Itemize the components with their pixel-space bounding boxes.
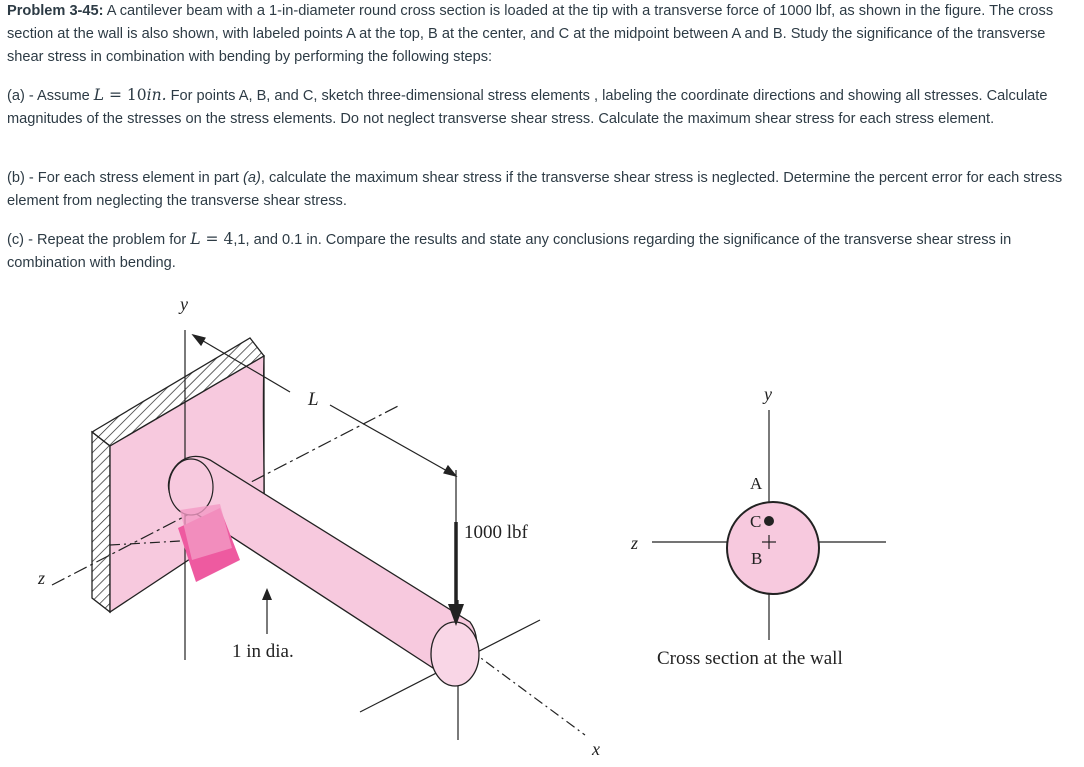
part-c: (c) - Repeat the problem for L = 4,1, an… <box>7 228 1075 275</box>
diameter-label: 1 in dia. <box>232 641 294 662</box>
axis-y-label: y <box>178 294 188 314</box>
diameter-leader <box>262 588 272 634</box>
part-c-math-var: L <box>190 230 201 248</box>
problem-intro: A cantilever beam with a 1-in-diameter r… <box>7 3 1054 65</box>
problem-label: Problem 3-45: <box>7 3 104 19</box>
point-c-marker <box>764 516 774 526</box>
part-c-prefix: (c) - Repeat the problem for <box>7 232 191 248</box>
part-a-math-var: L <box>93 86 105 104</box>
section-caption: Cross section at the wall <box>657 648 843 669</box>
beam <box>167 455 480 687</box>
part-b-text: , calculate the maximum shear stress if … <box>7 170 1063 209</box>
point-c-label: C <box>750 512 761 531</box>
part-a-math-unit: in. <box>146 86 167 104</box>
part-a: (a) - Assume L = 10in. For points A, B, … <box>7 84 1075 131</box>
axis-z-label: z <box>37 568 45 588</box>
cross-section <box>652 410 886 640</box>
problem-statement: Problem 3-45: A cantilever beam with a 1… <box>7 0 1075 69</box>
section-axis-y-label: y <box>762 384 772 404</box>
force-label: 1000 lbf <box>464 522 529 543</box>
part-a-prefix: (a) - Assume <box>7 88 94 104</box>
axis-x-label: x <box>591 739 600 759</box>
part-b-ref: (a) <box>243 170 261 186</box>
point-a-label: A <box>750 474 763 493</box>
length-label: L <box>307 389 319 410</box>
force-arrow <box>448 522 464 626</box>
point-b-label: B <box>751 549 762 568</box>
part-b-prefix: (b) - For each stress element in part <box>7 170 244 186</box>
part-a-math-eq: = 10 <box>104 86 147 104</box>
part-b: (b) - For each stress element in part (a… <box>7 167 1075 213</box>
section-axis-z-label: z <box>630 533 638 553</box>
part-a-text: For points A, B, and C, sketch three-dim… <box>7 88 1048 127</box>
part-c-math-eq: = 4 <box>200 230 234 248</box>
part-c-text: ,1, and 0.1 in. Compare the results and … <box>7 232 1012 271</box>
